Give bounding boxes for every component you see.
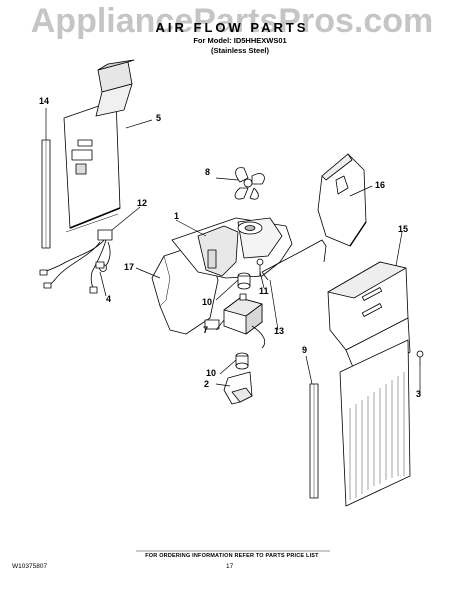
callout-10-lower: 10 <box>206 368 217 378</box>
callout-15: 15 <box>398 224 409 234</box>
callout-1: 1 <box>174 211 180 221</box>
part-fan-blade <box>234 167 265 200</box>
part-motor-mount <box>223 371 253 405</box>
callout-12: 12 <box>137 198 148 208</box>
callout-11: 11 <box>259 286 269 296</box>
part-fan-motor <box>204 293 266 349</box>
callout-17: 17 <box>124 262 135 272</box>
callout-4: 4 <box>106 294 112 304</box>
leader-lines <box>45 108 421 396</box>
part-wire-harness <box>39 229 113 294</box>
callout-9: 9 <box>302 345 308 355</box>
part-evaporator-cover <box>327 261 411 507</box>
part-bracket <box>261 239 327 281</box>
part-grommet-upper <box>237 272 251 290</box>
part-screw-11 <box>256 258 264 276</box>
page-number: 17 <box>226 563 234 570</box>
callout-2: 2 <box>204 379 210 389</box>
callout-13: 13 <box>274 326 285 336</box>
callout-16: 16 <box>375 180 386 190</box>
callout-5: 5 <box>156 113 162 123</box>
part-grommet-lower <box>235 352 249 370</box>
part-wire-tie <box>95 261 105 269</box>
document-number: W10375807 <box>12 563 48 570</box>
part-screw-3 <box>416 350 424 366</box>
part-gasket-strip-right <box>309 383 319 499</box>
model-info: For Model: ID5HHEXWS01 (Stainless Steel) <box>175 36 305 56</box>
callout-7: 7 <box>203 325 209 335</box>
callout-10-upper: 10 <box>202 297 213 307</box>
part-rear-evaporator-cover <box>317 153 367 247</box>
ordering-note: FOR ORDERING INFORMATION REFER TO PARTS … <box>145 553 319 559</box>
callout-3: 3 <box>416 389 422 399</box>
model-line: For Model: ID5HHEXWS01 <box>193 36 287 45</box>
page-title: AIR FLOW PARTS <box>155 20 309 35</box>
part-air-duct-panel <box>63 59 135 233</box>
model-finish: (Stainless Steel) <box>211 46 269 55</box>
callout-8: 8 <box>205 167 211 177</box>
callout-14: 14 <box>39 96 50 106</box>
part-gasket-strip-left <box>41 139 51 249</box>
